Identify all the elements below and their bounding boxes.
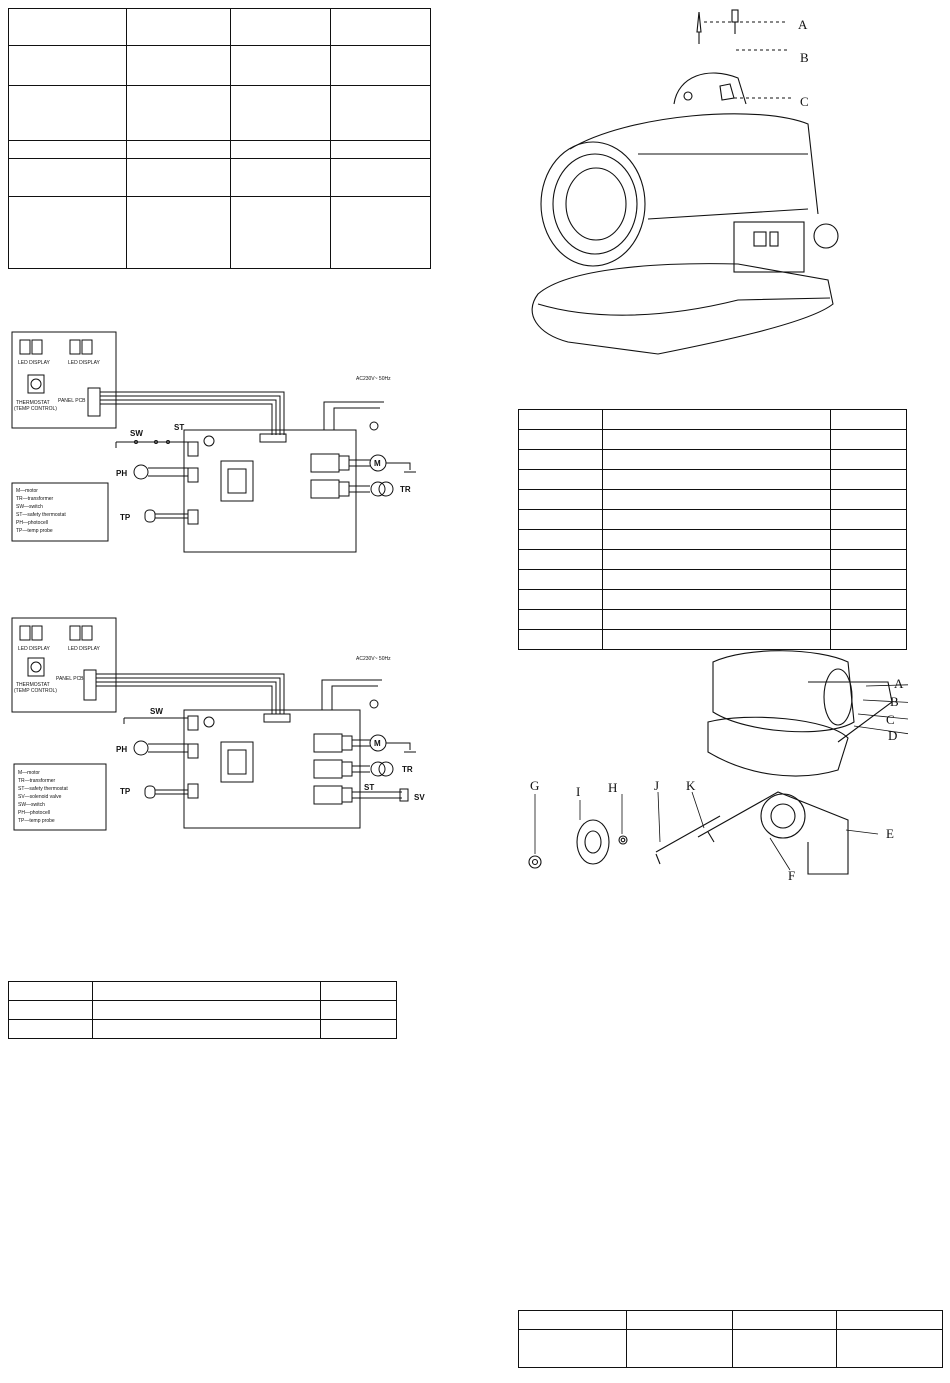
cart-callout-g: G [530,778,539,793]
led-display-label-left: LED DISPLAY [18,360,51,366]
heater-exploded-figure: A B C [531,9,839,355]
legend-line: TR—transformer [18,778,56,784]
panel-pcb-label: PANEL PCB [58,398,86,404]
wiring-diagram-1: LED DISPLAY LED DISPLAY THERMOSTAT (TEMP… [11,331,416,553]
thermostat-sub-label: (TEMP CONTROL) [14,406,57,412]
legend-line: TP—temp probe [16,528,53,534]
thermostat-label: THERMOSTAT [16,682,50,688]
st-label: ST [364,783,374,792]
table-bottom-right [518,1310,943,1368]
cart-callout-a: A [894,676,904,691]
sv-label: SV [414,793,425,802]
wiring-diagram-2: LED DISPLAY LED DISPLAY THERMOSTAT (TEMP… [11,617,425,831]
st-label: ST [174,423,184,432]
parts-table-right [518,409,907,650]
cart-callout-b: B [890,694,899,709]
cart-callout-d: D [888,728,897,743]
tr-label: TR [400,485,411,494]
tp-label: TP [120,787,131,796]
legend-line: TP—temp probe [18,818,55,824]
m-label: M [374,739,381,748]
led-display-label-right: LED DISPLAY [68,646,101,652]
panel-pcb-label: PANEL PCB [56,676,84,682]
legend-line: ST—safety thermostat [18,786,68,792]
legend-line: SW—switch [18,802,45,808]
sw-label: SW [150,707,163,716]
cart-assembly-figure: A B C D E F G H I J K [528,650,908,882]
cart-callout-c: C [886,712,895,727]
thermostat-sub-label: (TEMP CONTROL) [14,688,57,694]
cart-callout-h: H [608,780,617,795]
legend-line: M—motor [16,488,38,494]
sw-label: SW [130,429,143,438]
m-label: M [374,459,381,468]
table-bottom-left [8,981,397,1039]
legend-line: PH—photocell [16,520,48,526]
legend-line: SW—switch [16,504,43,510]
thermostat-label: THERMOSTAT [16,400,50,406]
tr-label: TR [402,765,413,774]
ph-label: PH [116,745,127,754]
spec-table-top-left [8,8,431,269]
tp-label: TP [120,513,131,522]
callout-a: A [798,17,808,32]
legend-line: M—motor [18,770,40,776]
callout-c: C [800,94,809,109]
legend-line: ST—safety thermostat [16,512,66,518]
cart-callout-e: E [886,826,894,841]
led-display-label-right: LED DISPLAY [68,360,101,366]
legend-line: PH—photocell [18,810,50,816]
callout-b: B [800,50,809,65]
cart-callout-i: I [576,784,580,799]
legend-line: SV—solenoid valve [18,794,62,800]
led-display-label-left: LED DISPLAY [18,646,51,652]
cart-callout-f: F [788,868,795,882]
cart-callout-j: J [654,778,659,793]
power-label: AC230V~ 50Hz [356,376,391,382]
power-label: AC230V~ 50Hz [356,656,391,662]
legend-line: TR—transformer [16,496,54,502]
ph-label: PH [116,469,127,478]
cart-callout-k: K [686,778,696,793]
